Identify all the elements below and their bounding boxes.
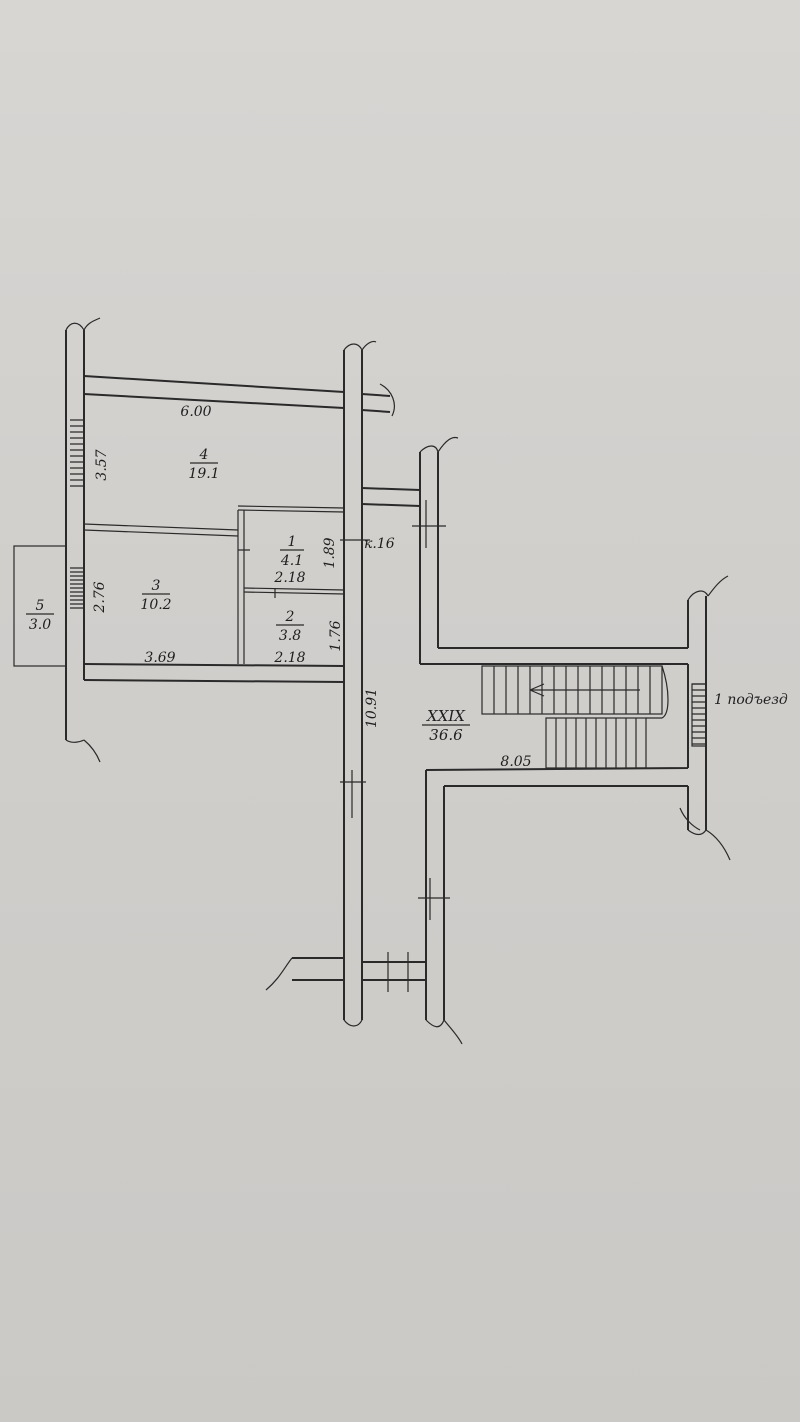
room-4-label: 4 19.1 bbox=[188, 447, 219, 482]
room-2-area: 3.8 bbox=[279, 628, 301, 644]
room-4-area: 19.1 bbox=[188, 466, 219, 482]
dim-room2-height: 1.76 bbox=[328, 620, 344, 651]
balcony-5-label: 5 3.0 bbox=[26, 598, 54, 633]
dim-stair-width: 8.05 bbox=[500, 754, 531, 770]
balcony-5-area: 3.0 bbox=[29, 617, 51, 633]
room-1-number: 1 bbox=[288, 534, 297, 550]
dim-room4-width: 6.00 bbox=[180, 404, 211, 420]
apartment-walls bbox=[65, 317, 395, 1027]
room-3-label: 3 10.2 bbox=[140, 578, 171, 613]
dim-room3-height: 2.76 bbox=[92, 581, 108, 613]
room-3-number: 3 bbox=[152, 578, 161, 594]
dim-room3-width: 3.69 bbox=[144, 650, 175, 666]
dim-room2-width: 2.18 bbox=[273, 650, 305, 666]
stairwell-number: XXIX bbox=[426, 707, 466, 725]
window bbox=[70, 419, 84, 487]
entrance-label: 1 подъезд bbox=[714, 692, 788, 708]
room-3-area: 10.2 bbox=[140, 597, 171, 613]
room-1-area: 4.1 bbox=[280, 553, 303, 569]
room-2-number: 2 bbox=[285, 609, 295, 625]
room-4-number: 4 bbox=[199, 447, 209, 463]
balcony-5-number: 5 bbox=[36, 598, 45, 614]
stairwell-area: 36.6 bbox=[429, 726, 463, 744]
dim-room1-width: 2.18 bbox=[273, 570, 305, 586]
dim-room1-height: 1.89 bbox=[322, 537, 338, 568]
dim-corridor-length: 10.91 bbox=[364, 688, 380, 728]
room-1-label: 1 4.1 bbox=[280, 534, 304, 569]
dim-room4-height: 3.57 bbox=[94, 449, 110, 480]
staircase bbox=[481, 665, 669, 769]
stairwell-label: XXIX 36.6 bbox=[422, 707, 470, 744]
room-2-label: 2 3.8 bbox=[276, 609, 304, 644]
balcony bbox=[13, 545, 84, 667]
stairwell-walls bbox=[265, 436, 731, 1045]
apartment-number: к.16 bbox=[364, 536, 395, 552]
